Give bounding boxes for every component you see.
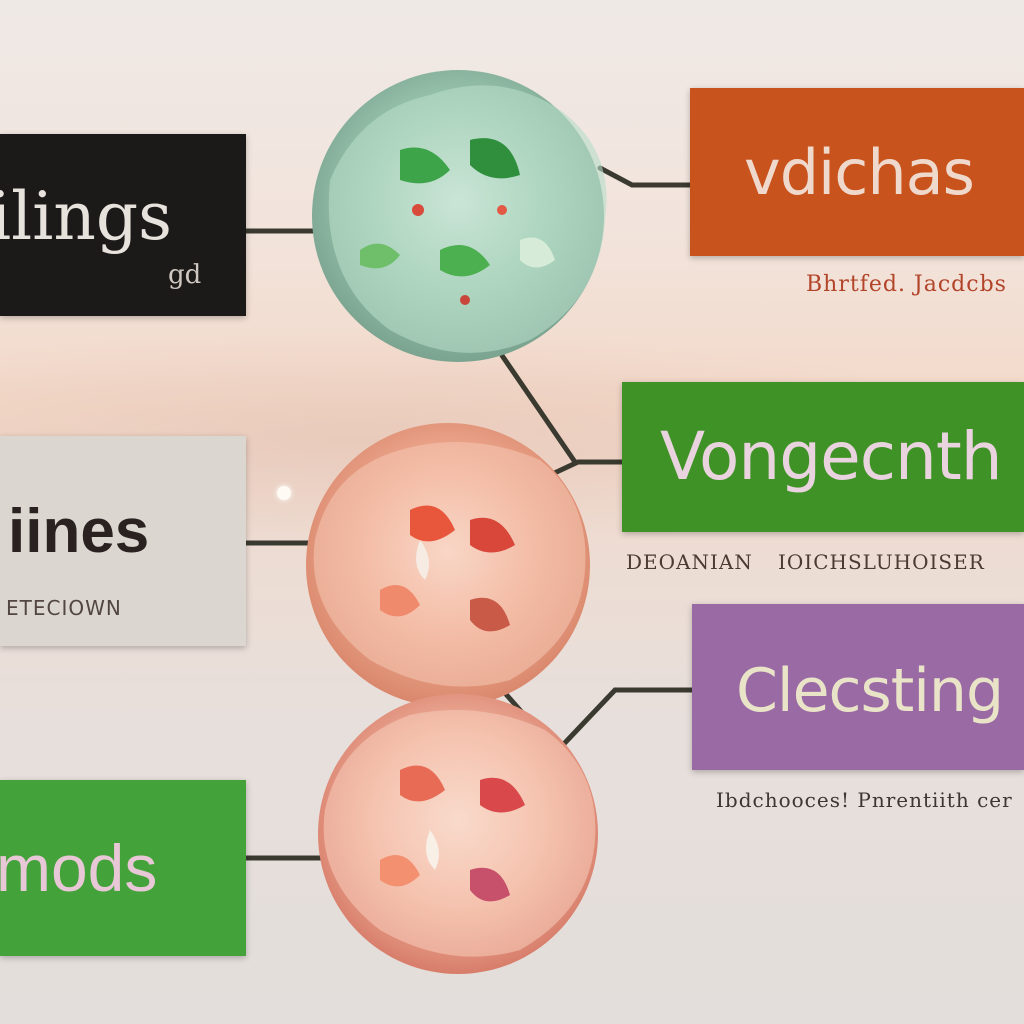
right-box-1-label: vdichas [744, 136, 975, 209]
left-box-3: mods [0, 780, 246, 956]
connector-bottom-right [557, 687, 695, 751]
connector-middle-right [545, 459, 625, 479]
flower-node-middle [306, 423, 590, 707]
left-box-1: ilings gd [0, 134, 246, 316]
left-box-2-label: iines [8, 497, 150, 566]
flower-node-bottom [318, 694, 598, 974]
right-box-2-caption-b: IOICHSLUHOISER [778, 550, 985, 574]
right-box-2: Vongecnth [622, 382, 1024, 532]
right-box-1: vdichas [690, 88, 1024, 256]
connector-top-right [597, 165, 693, 188]
right-box-2-label: Vongecnth [660, 418, 1003, 495]
right-box-3: Clecsting [692, 604, 1024, 770]
right-box-3-caption: Ibdchooces! Pnrentiith cer [716, 788, 1013, 812]
flower-node-top [312, 70, 607, 362]
left-box-2: iines ETECIOWN [0, 436, 246, 646]
left-box-1-sublabel: gd [168, 260, 202, 290]
connector-top-middle [485, 332, 578, 465]
glow-dot [277, 486, 291, 500]
left-box-3-label: mods [0, 831, 158, 905]
right-box-1-caption: Bhrtfed. Jacdcbs [806, 272, 1007, 297]
left-box-1-label: ilings [0, 178, 172, 255]
left-box-2-sublabel: ETECIOWN [6, 596, 122, 620]
right-box-2-caption-a: DEOANIAN [626, 550, 753, 574]
right-box-3-label: Clecsting [736, 656, 1004, 726]
